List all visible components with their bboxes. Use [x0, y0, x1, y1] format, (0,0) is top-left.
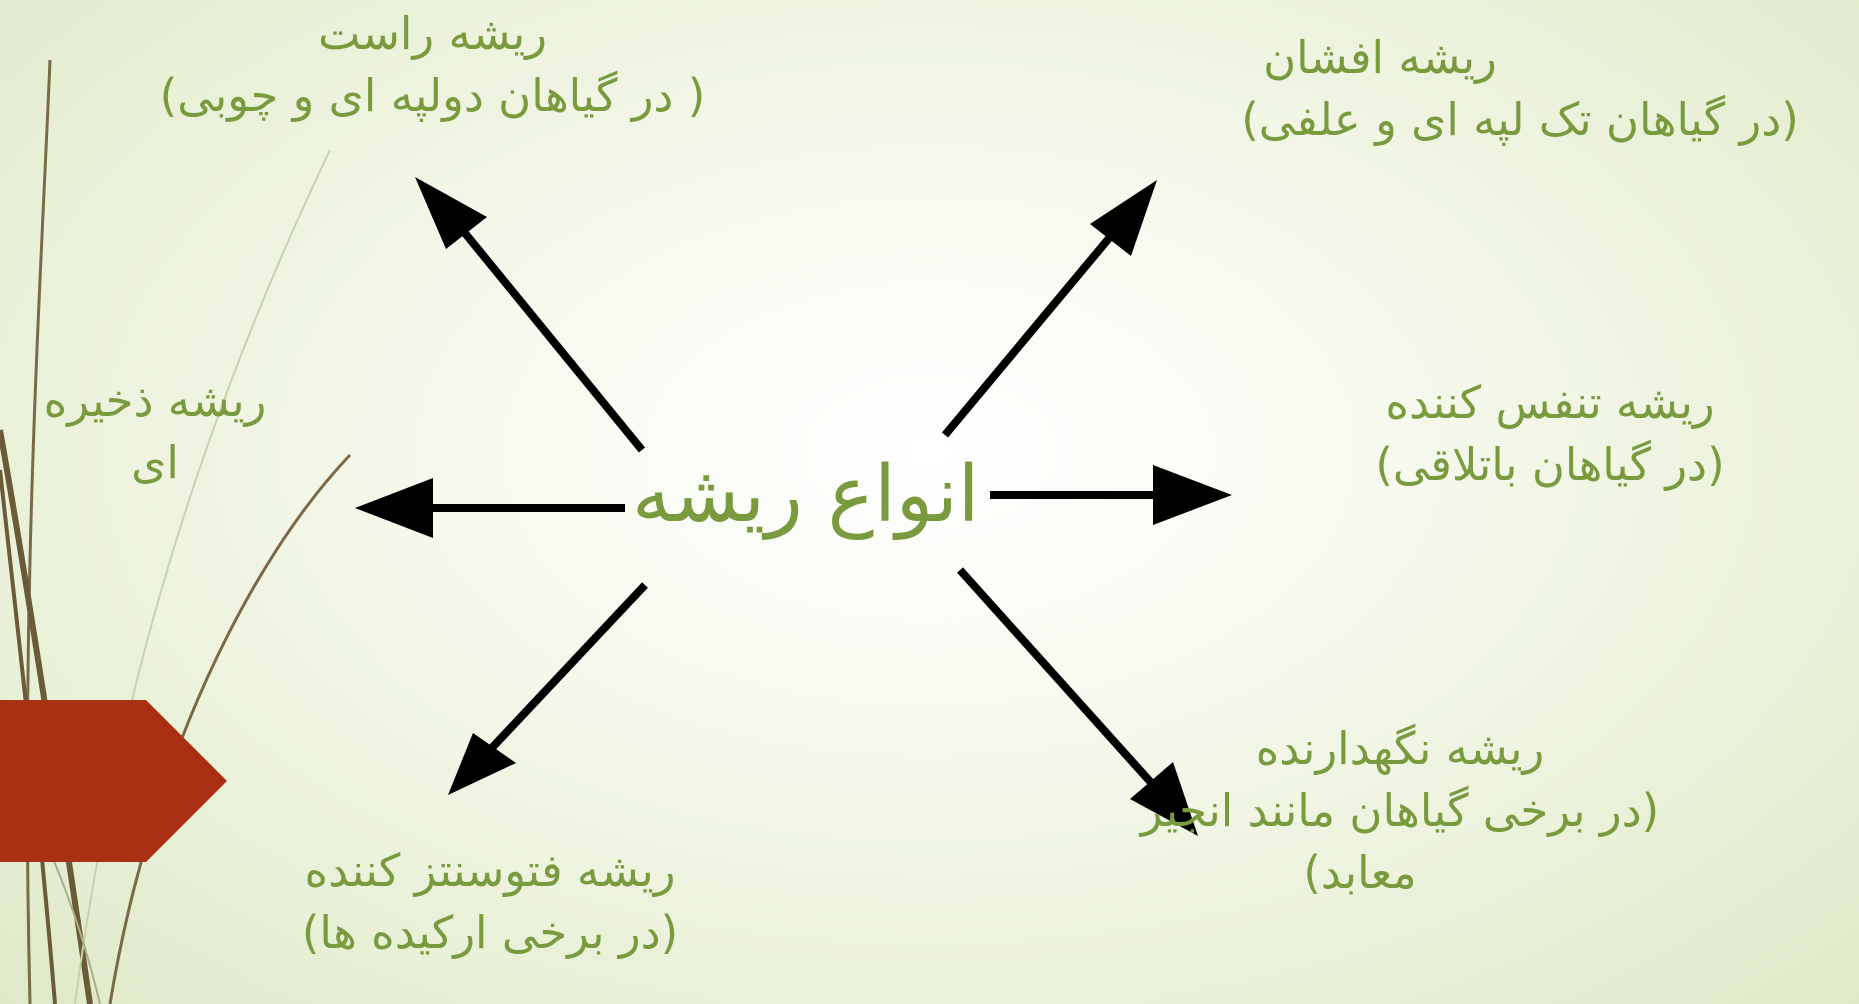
node-photosynthetic-title: ریشه فتوسنتز کننده: [304, 844, 676, 897]
red-tag-shape: [0, 700, 227, 862]
node-taproot-title: ریشه راست: [318, 7, 547, 60]
arrow-to-breathing: [990, 465, 1232, 525]
node-photosynthetic: ریشه فتوسنتز کننده (در برخی ارکیده ها): [220, 840, 760, 964]
arrow-to-fibrous: [941, 180, 1157, 438]
node-taproot-desc: ( در گیاهان دولپه ای و چوبی): [159, 69, 706, 122]
node-fibrous: ریشه افشان (در گیاهان تک لپه ای و علفی): [1120, 27, 1859, 151]
node-taproot: ریشه راست ( در گیاهان دولپه ای و چوبی): [70, 3, 795, 127]
node-photosynthetic-desc: (در برخی ارکیده ها): [301, 906, 679, 959]
arrow-to-support: [957, 567, 1198, 836]
arrow-to-taproot: [415, 177, 646, 453]
node-fibrous-desc: (در گیاهان تک لپه ای و علفی): [1241, 93, 1799, 146]
arrow-to-photosynthetic: [448, 582, 648, 795]
node-storage-title: ریشه ذخیره: [43, 374, 267, 427]
node-storage: ریشه ذخیره ای: [0, 370, 310, 494]
node-support-title: ریشه نگهدارنده: [1255, 722, 1545, 775]
node-support-desc: (در برخی گیاهان مانند انجیر: [1140, 784, 1660, 837]
node-fibrous-title: ریشه افشان: [1263, 31, 1497, 84]
node-support-desc-cont: معابد): [1303, 846, 1417, 899]
node-storage-desc: ای: [131, 436, 179, 489]
center-title: انواع ریشه: [632, 450, 980, 540]
node-breathing-title: ریشه تنفس کننده: [1385, 376, 1715, 429]
node-support: ریشه نگهدارنده (در برخی گیاهان مانند انج…: [1050, 718, 1750, 904]
arrow-to-storage: [355, 478, 625, 538]
node-breathing-desc: (در گیاهان باتلاقی): [1375, 438, 1725, 491]
node-breathing: ریشه تنفس کننده (در گیاهان باتلاقی): [1300, 372, 1800, 496]
